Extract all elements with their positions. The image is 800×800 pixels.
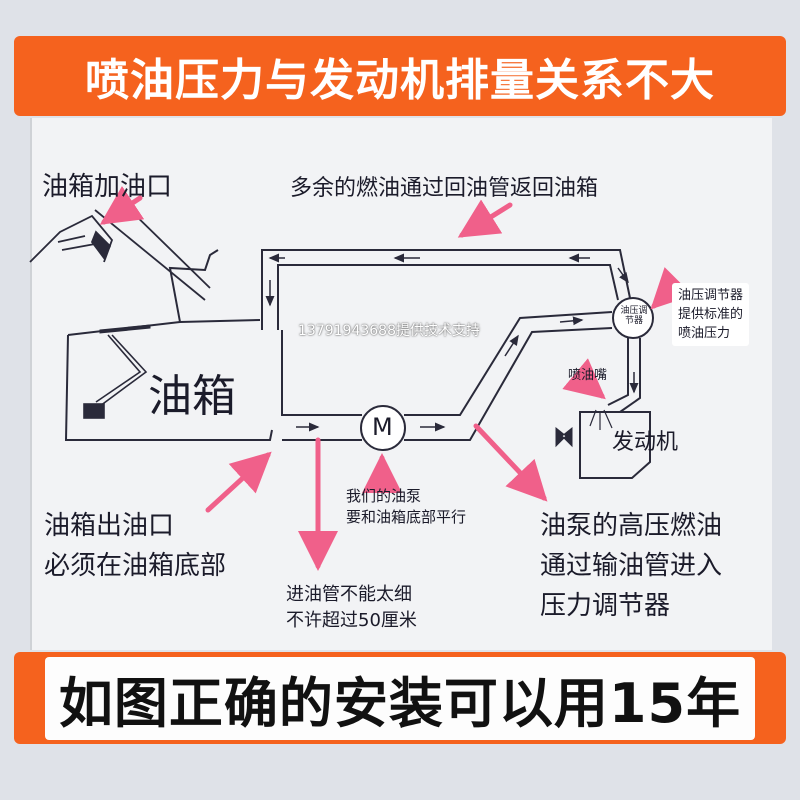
regulator-symbol-text: 油压调节器 [617, 306, 651, 326]
pump-note: 我们的油泵 要和油箱底部平行 [346, 486, 466, 528]
regulator-note: 油压调节器 提供标准的 喷油压力 [672, 283, 749, 346]
inlet-pipe-note-line-1: 进油管不能太细 [286, 582, 417, 608]
high-pressure-line-2: 通过输油管进入 [540, 546, 722, 586]
engine-label: 发动机 [612, 424, 678, 456]
bottom-banner-text: 如图正确的安装可以用15年 [45, 657, 755, 740]
return-line-note: 多余的燃油通过回油管返回油箱 [290, 170, 598, 202]
fuel-cap-label: 油箱加油口 [42, 166, 172, 203]
pump-note-line-2: 要和油箱底部平行 [346, 507, 466, 528]
injector-and-engine [556, 338, 650, 478]
regulator-note-line-3: 喷油压力 [678, 324, 743, 343]
tank-outlet-note: 油箱出油口 必须在油箱底部 [44, 506, 226, 586]
inlet-pipe-note-line-2: 不许超过50厘米 [286, 608, 417, 634]
watermark-text: 13791943688提供技术支持 [298, 320, 480, 340]
bottom-banner: 如图正确的安装可以用15年 [14, 652, 786, 744]
pump-symbol-letter: M [372, 413, 393, 441]
regulator-note-line-1: 油压调节器 [678, 286, 743, 305]
return-line [262, 250, 630, 330]
fuel-tank-label: 油箱 [148, 360, 236, 424]
inlet-pipe-note: 进油管不能太细 不许超过50厘米 [286, 582, 417, 634]
top-banner-text: 喷油压力与发动机排量关系不大 [85, 44, 715, 108]
injector-label: 喷油嘴 [568, 366, 607, 385]
top-banner: 喷油压力与发动机排量关系不大 [14, 36, 786, 116]
tank-outlet-line-1: 油箱出油口 [44, 506, 226, 546]
filler-neck [30, 205, 210, 300]
flow-direction-arrows [270, 258, 634, 427]
high-pressure-line-3: 压力调节器 [540, 586, 722, 626]
regulator-note-line-2: 提供标准的 [678, 305, 743, 324]
pump-note-line-1: 我们的油泵 [346, 486, 466, 507]
high-pressure-line-1: 油泵的高压燃油 [540, 506, 722, 546]
high-pressure-note: 油泵的高压燃油 通过输油管进入 压力调节器 [540, 506, 722, 626]
tank-outlet-line-2: 必须在油箱底部 [44, 546, 226, 586]
tank-float [84, 335, 146, 418]
